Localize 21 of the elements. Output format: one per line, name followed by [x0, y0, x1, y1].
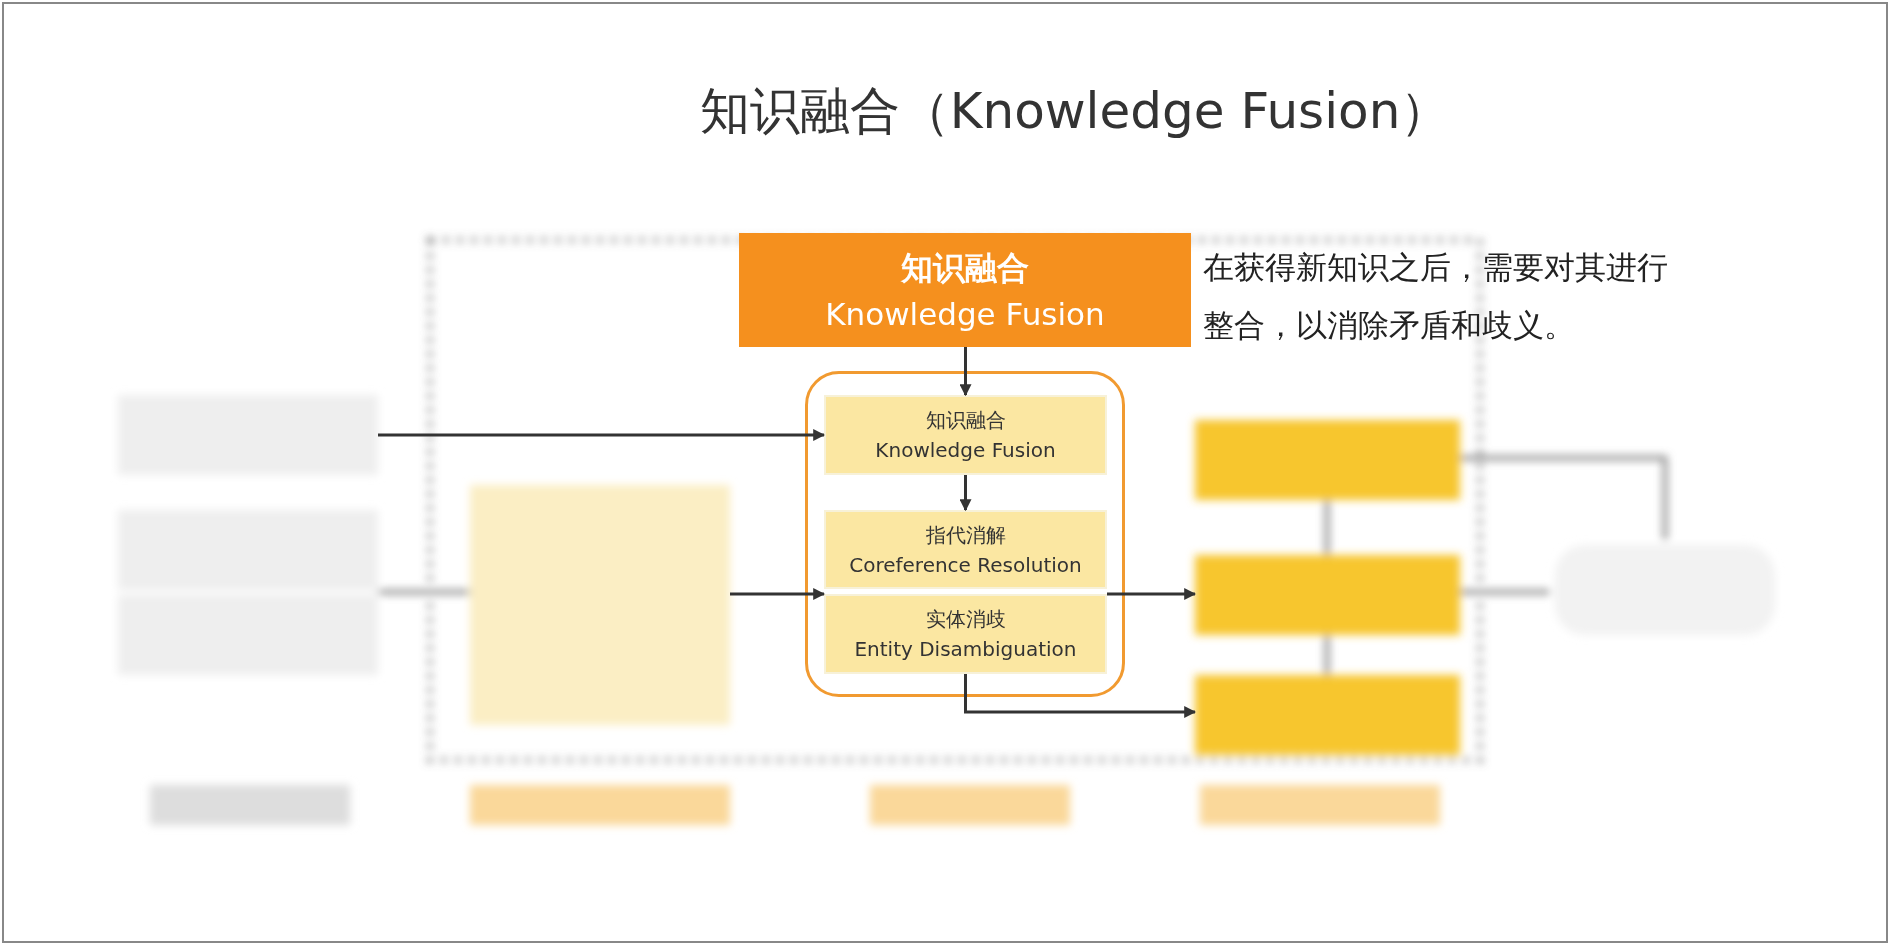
box-title: 知识融合	[900, 248, 1030, 289]
process-box	[824, 594, 1107, 674]
box-title: 知识融合	[924, 407, 1007, 434]
box-subtitle: Knowledge Fusion	[824, 295, 1106, 334]
process-box	[824, 395, 1107, 475]
box-subtitle: Coreference Resolution	[848, 552, 1083, 579]
title: 知识融合（Knowledge Fusion）	[698, 81, 1452, 142]
box-title: 实体消歧	[924, 606, 1007, 633]
group-frame	[805, 371, 1125, 697]
description-text: 在获得新知识之后，需要对其进行整合，以消除矛盾和歧义。	[1203, 248, 1669, 345]
arrow	[959, 475, 972, 512]
box-subtitle: Entity Disambiguation	[853, 636, 1078, 663]
arrow	[959, 347, 972, 397]
arrow	[964, 674, 1197, 718]
header-box	[739, 233, 1191, 347]
box-subtitle: Knowledge Fusion	[874, 437, 1057, 464]
arrow	[1107, 588, 1197, 600]
box-title: 指代消解	[924, 522, 1007, 549]
arrow	[378, 429, 826, 441]
arrow	[730, 588, 826, 600]
process-box	[824, 510, 1107, 589]
